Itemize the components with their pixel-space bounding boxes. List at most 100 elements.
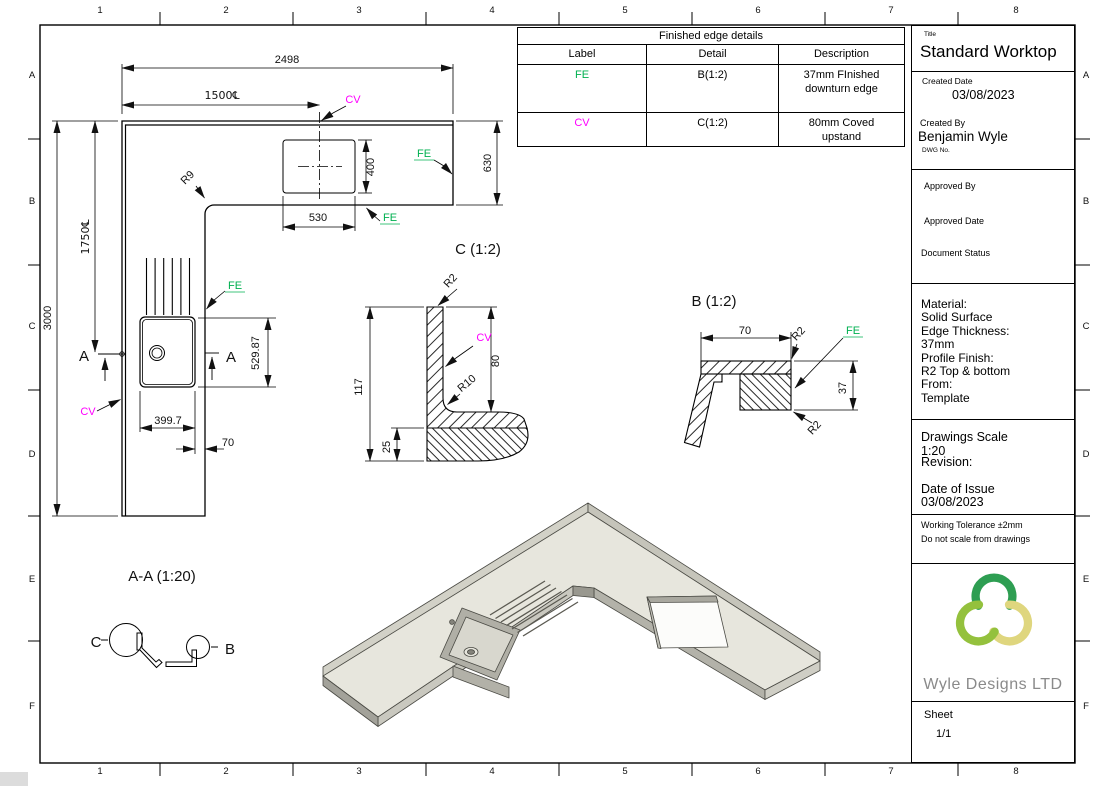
material-line: R2 Top & bottom — [921, 364, 1011, 379]
revision-label: Revision: — [921, 455, 973, 469]
grid-col-label: 5 — [622, 5, 628, 16]
grid-col-label: 1 — [97, 766, 103, 777]
plan-view: 2498 1500℄ CV 630 FE 400 530 FE R9 3000 … — [42, 54, 503, 517]
section-aa-left-profile — [136, 632, 163, 669]
grid-col-label: 6 — [755, 5, 761, 16]
fe-label-section-b: FE — [846, 325, 860, 337]
created-date-label: Created Date — [922, 76, 973, 86]
sink-floor-3d — [448, 616, 514, 673]
grid-row-label: B — [28, 196, 36, 207]
grid-row-label: C — [28, 321, 36, 332]
grid-col-label: 7 — [888, 5, 894, 16]
cv-label-top: CV — [345, 94, 361, 106]
sink-cutout — [139, 316, 196, 388]
upstand-inner-line — [124, 124, 453, 516]
material-line: Material: — [921, 297, 968, 311]
end-face-right-3d — [764, 660, 821, 700]
grid-row-label: F — [1083, 701, 1089, 712]
edge-table-header-label: Label — [568, 48, 596, 60]
section-c-dimensions — [365, 288, 497, 462]
grid-col-label: 2 — [223, 5, 229, 16]
grid-col-label: 6 — [755, 766, 761, 777]
dim-c-upstand: 80 — [490, 355, 502, 367]
grid-row-label: E — [28, 574, 36, 585]
grid-row-label: B — [1082, 196, 1090, 207]
company-name: Wyle Designs LTD — [923, 676, 1063, 693]
edge-label-fe: FE — [574, 69, 590, 81]
edge-description-cv: 80mm Coved upstand — [778, 113, 904, 146]
dim-sink-width: 399.7 — [154, 415, 182, 427]
overflow-hole-3d — [449, 619, 455, 625]
cv-label-left: CV — [80, 406, 96, 418]
section-b-dimensions — [700, 332, 863, 424]
approved-date-label: Approved Date — [924, 216, 985, 226]
edge-description-fe: 37mm FInished downturn edge — [778, 65, 904, 112]
corner-artifact — [0, 772, 28, 786]
fe-label-sink: FE — [228, 280, 242, 292]
section-b-leg — [683, 373, 723, 448]
finished-edge-details-table: Finished edge details Label Detail Descr… — [517, 27, 905, 147]
edge-label-cv: CV — [574, 117, 590, 129]
grid-row-label: A — [28, 70, 36, 81]
dim-arm-depth: 630 — [482, 154, 494, 172]
material-info: Material: Solid Surface Edge Thickness: … — [921, 297, 1011, 405]
document-status-label: Document Status — [921, 248, 991, 258]
section-b-title: B (1:2) — [691, 293, 736, 310]
section-marker-a-left: A — [79, 348, 89, 365]
dim-top-centerline: 1500℄ — [204, 89, 239, 102]
grid-col-label: 4 — [489, 5, 495, 16]
edge-detail-cv: C(1:2) — [646, 113, 778, 146]
dwg-no-label: DWG No. — [922, 147, 950, 154]
material-line: Profile Finish: — [921, 350, 994, 365]
created-by-label: Created By — [920, 118, 966, 128]
section-aa: A-A (1:20) C B — [91, 568, 235, 669]
created-date-value: 03/08/2023 — [952, 88, 1015, 102]
dim-c-r-top: R2 — [442, 272, 460, 290]
section-c-worktop — [426, 427, 529, 462]
dim-corner-radius: R9 — [179, 169, 197, 187]
sink-underside-3d — [452, 665, 510, 699]
dim-b-r-top: R2 — [790, 325, 808, 343]
detail-circle-c — [109, 623, 143, 657]
section-b: B (1:2) 70 37 R2 R2 FE — [683, 293, 863, 448]
dim-b-r-bottom: R2 — [806, 419, 824, 437]
grid-row-label: D — [1082, 449, 1090, 460]
section-b-edge-block — [739, 373, 792, 411]
section-c-upstand — [426, 306, 528, 429]
dim-c-total: 117 — [353, 378, 365, 396]
tap-hole — [149, 345, 165, 361]
dim-b-width: 70 — [739, 325, 751, 337]
section-aa-title: A-A (1:20) — [128, 568, 196, 585]
hob-inner-edge-top-3d — [646, 595, 719, 603]
section-c-title: C (1:2) — [455, 241, 501, 258]
dim-left-centerline: 1750℄ — [79, 219, 92, 254]
grid-row-label: F — [29, 701, 35, 712]
grid-row-label: C — [1082, 321, 1090, 332]
isometric-view — [322, 502, 821, 727]
section-c: C (1:2) 117 25 80 R2 CV R10 — [353, 241, 529, 462]
created-by-value: Benjamin Wyle — [918, 129, 1008, 144]
detail-circle-b — [186, 635, 210, 659]
edge-table-header-description: Description — [778, 45, 904, 64]
edge-table-title: Finished edge details — [518, 28, 904, 45]
grid-col-label: 2 — [223, 766, 229, 777]
material-line: Template — [921, 390, 970, 405]
edge-description-cv-line2: upstand — [821, 131, 862, 143]
hob-inner-edge-left-3d — [646, 596, 662, 649]
dim-hob-width: 530 — [309, 212, 327, 224]
dim-c-r-cove: R10 — [455, 373, 478, 395]
dim-height: 3000 — [42, 306, 54, 330]
sink-inner-line — [142, 319, 193, 385]
sheet-label: Sheet — [924, 709, 953, 721]
edge-table-row-cv: CV C(1:2) 80mm Coved upstand — [518, 113, 904, 146]
section-b-top-slab — [700, 360, 792, 375]
grid-col-label: 3 — [356, 5, 362, 16]
notch-face-3d — [572, 585, 595, 598]
drawing-title: Standard Worktop — [920, 42, 1057, 61]
tap-hole-inner — [151, 347, 163, 359]
dim-sink-height: 529.87 — [250, 336, 262, 370]
tolerance-note: Working Tolerance ±2mm — [921, 520, 1023, 530]
material-line: 37mm — [921, 337, 955, 352]
